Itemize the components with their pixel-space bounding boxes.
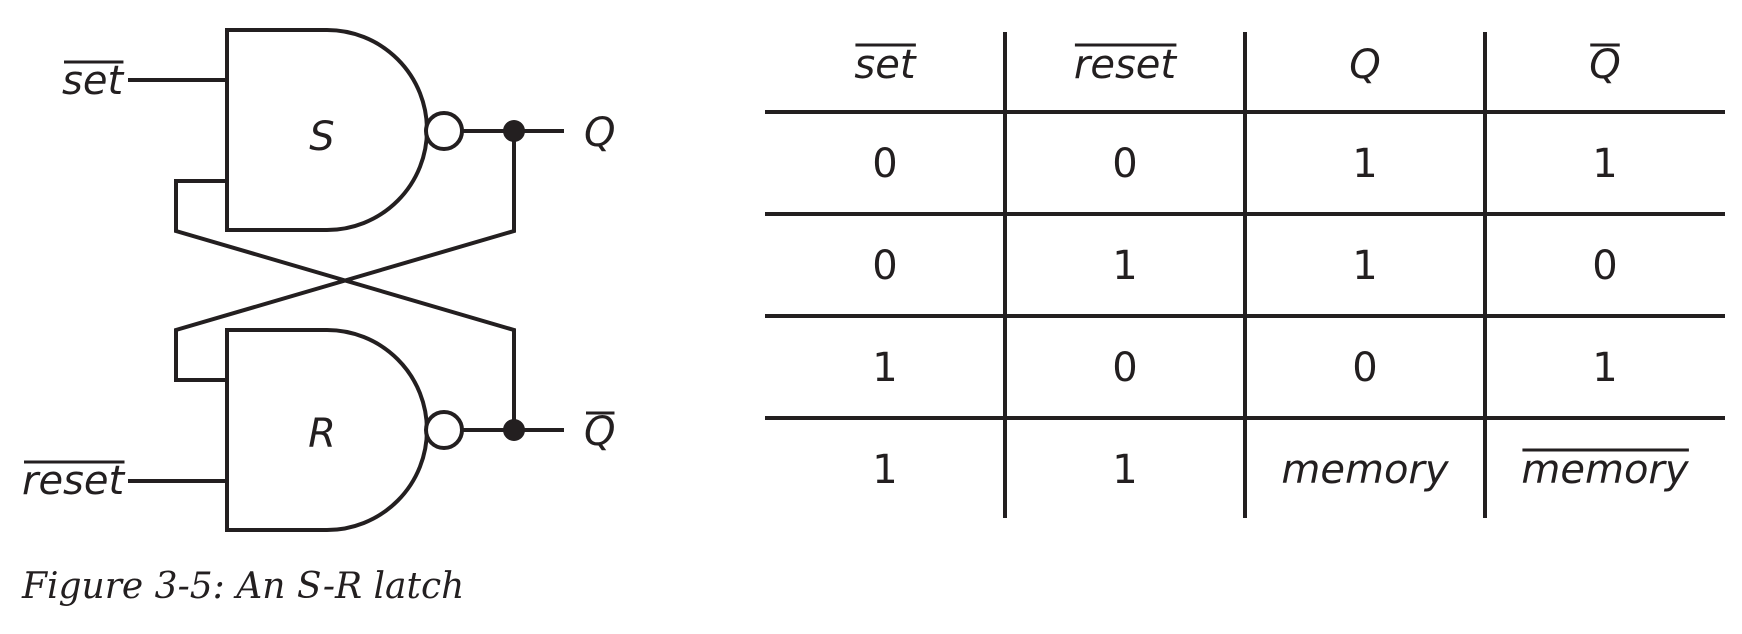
table-cell: memory <box>1521 447 1689 493</box>
table-cell: 1 <box>872 345 897 391</box>
table-cell: 1 <box>1112 243 1137 289</box>
q-bar-output-label: Q <box>584 409 615 455</box>
table-cell: 1 <box>1592 141 1617 187</box>
q-junction-dot <box>503 120 525 142</box>
table-header-cell: Q <box>1349 42 1380 88</box>
truth-table: set reset Q Q 0 0 1 1 0 1 1 0 1 0 0 1 1 1 memory memory <box>765 32 1725 518</box>
circuit-labels: set reset S R Q Q <box>22 58 615 504</box>
table-header-cell: reset <box>1074 42 1178 88</box>
table-cell: 1 <box>1352 141 1377 187</box>
table-cell: memory <box>1281 447 1449 493</box>
gate-r-label: R <box>308 411 336 457</box>
table-cell: 0 <box>1112 141 1137 187</box>
set-input-label: set <box>62 58 124 104</box>
table-cell: 0 <box>1592 243 1617 289</box>
figure-caption: Figure 3-5: An S-R latch <box>22 566 465 607</box>
reset-input-label: reset <box>22 458 126 504</box>
nand-gate-s-bubble <box>424 111 464 151</box>
table-cell: 1 <box>872 447 897 493</box>
q-bar-junction-dot <box>503 419 525 441</box>
nand-gate-r-bubble <box>424 410 464 450</box>
table-header-cell: set <box>854 42 916 88</box>
sr-latch-circuit <box>128 28 564 532</box>
q-output-label: Q <box>584 110 615 156</box>
table-cell: 0 <box>1352 345 1377 391</box>
table-cell: 1 <box>1112 447 1137 493</box>
table-cell: 0 <box>872 141 897 187</box>
gate-s-label: S <box>309 114 334 160</box>
feedback-wire-q-to-r <box>174 131 516 382</box>
feedback-wire-q-bar-to-s <box>174 179 516 430</box>
table-cell: 1 <box>1592 345 1617 391</box>
table-cell: 1 <box>1352 243 1377 289</box>
table-cell: 0 <box>1112 345 1137 391</box>
truth-table-text: set reset Q Q 0 0 1 1 0 1 1 0 1 0 0 1 1 1 memory memory <box>854 42 1689 493</box>
table-header-cell: Q <box>1589 42 1620 88</box>
table-cell: 0 <box>872 243 897 289</box>
truth-table-grid <box>765 32 1725 518</box>
